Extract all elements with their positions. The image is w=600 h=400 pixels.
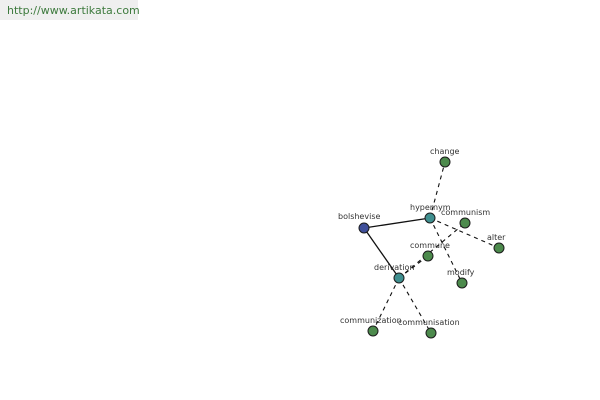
node-label-modify: modify — [447, 268, 475, 277]
node-communization[interactable] — [367, 325, 379, 337]
edge-derivation-communism — [398, 222, 466, 279]
node-communism[interactable] — [459, 217, 471, 229]
edge-derivation-communisation — [398, 277, 432, 334]
node-label-change: change — [430, 147, 460, 156]
edge-hypernym-change — [429, 161, 446, 219]
node-derivation[interactable] — [393, 272, 405, 284]
node-label-communism: communism — [441, 208, 490, 217]
node-label-communization: communization — [340, 316, 402, 325]
node-commune[interactable] — [422, 250, 434, 262]
edge-derivation-communization — [372, 277, 400, 332]
node-label-commune: commune — [410, 241, 450, 250]
edge-bolshevise-derivation — [363, 227, 400, 279]
node-label-hypernym: hypernym — [410, 203, 451, 212]
label-layer: bolshevise hypernym derivation change commun… — [338, 147, 506, 327]
node-alter[interactable] — [493, 242, 505, 254]
node-bolshevise[interactable] — [358, 222, 370, 234]
node-label-communisation: communisation — [398, 318, 460, 327]
edge-derivation-commune — [398, 255, 429, 279]
node-label-derivation: derivation — [374, 263, 414, 272]
node-modify[interactable] — [456, 277, 468, 289]
node-hypernym[interactable] — [424, 212, 436, 224]
node-label-bolshevise: bolshevise — [338, 212, 380, 221]
node-communisation[interactable] — [425, 327, 437, 339]
edge-layer — [363, 161, 500, 334]
node-label-alter: alter — [487, 233, 506, 242]
url-text: http://www.artikata.com — [7, 4, 140, 17]
url-watermark: http://www.artikata.com — [0, 0, 140, 20]
node-change[interactable] — [439, 156, 451, 168]
edge-bolshevise-hypernym — [363, 217, 431, 229]
node-layer — [358, 156, 505, 339]
